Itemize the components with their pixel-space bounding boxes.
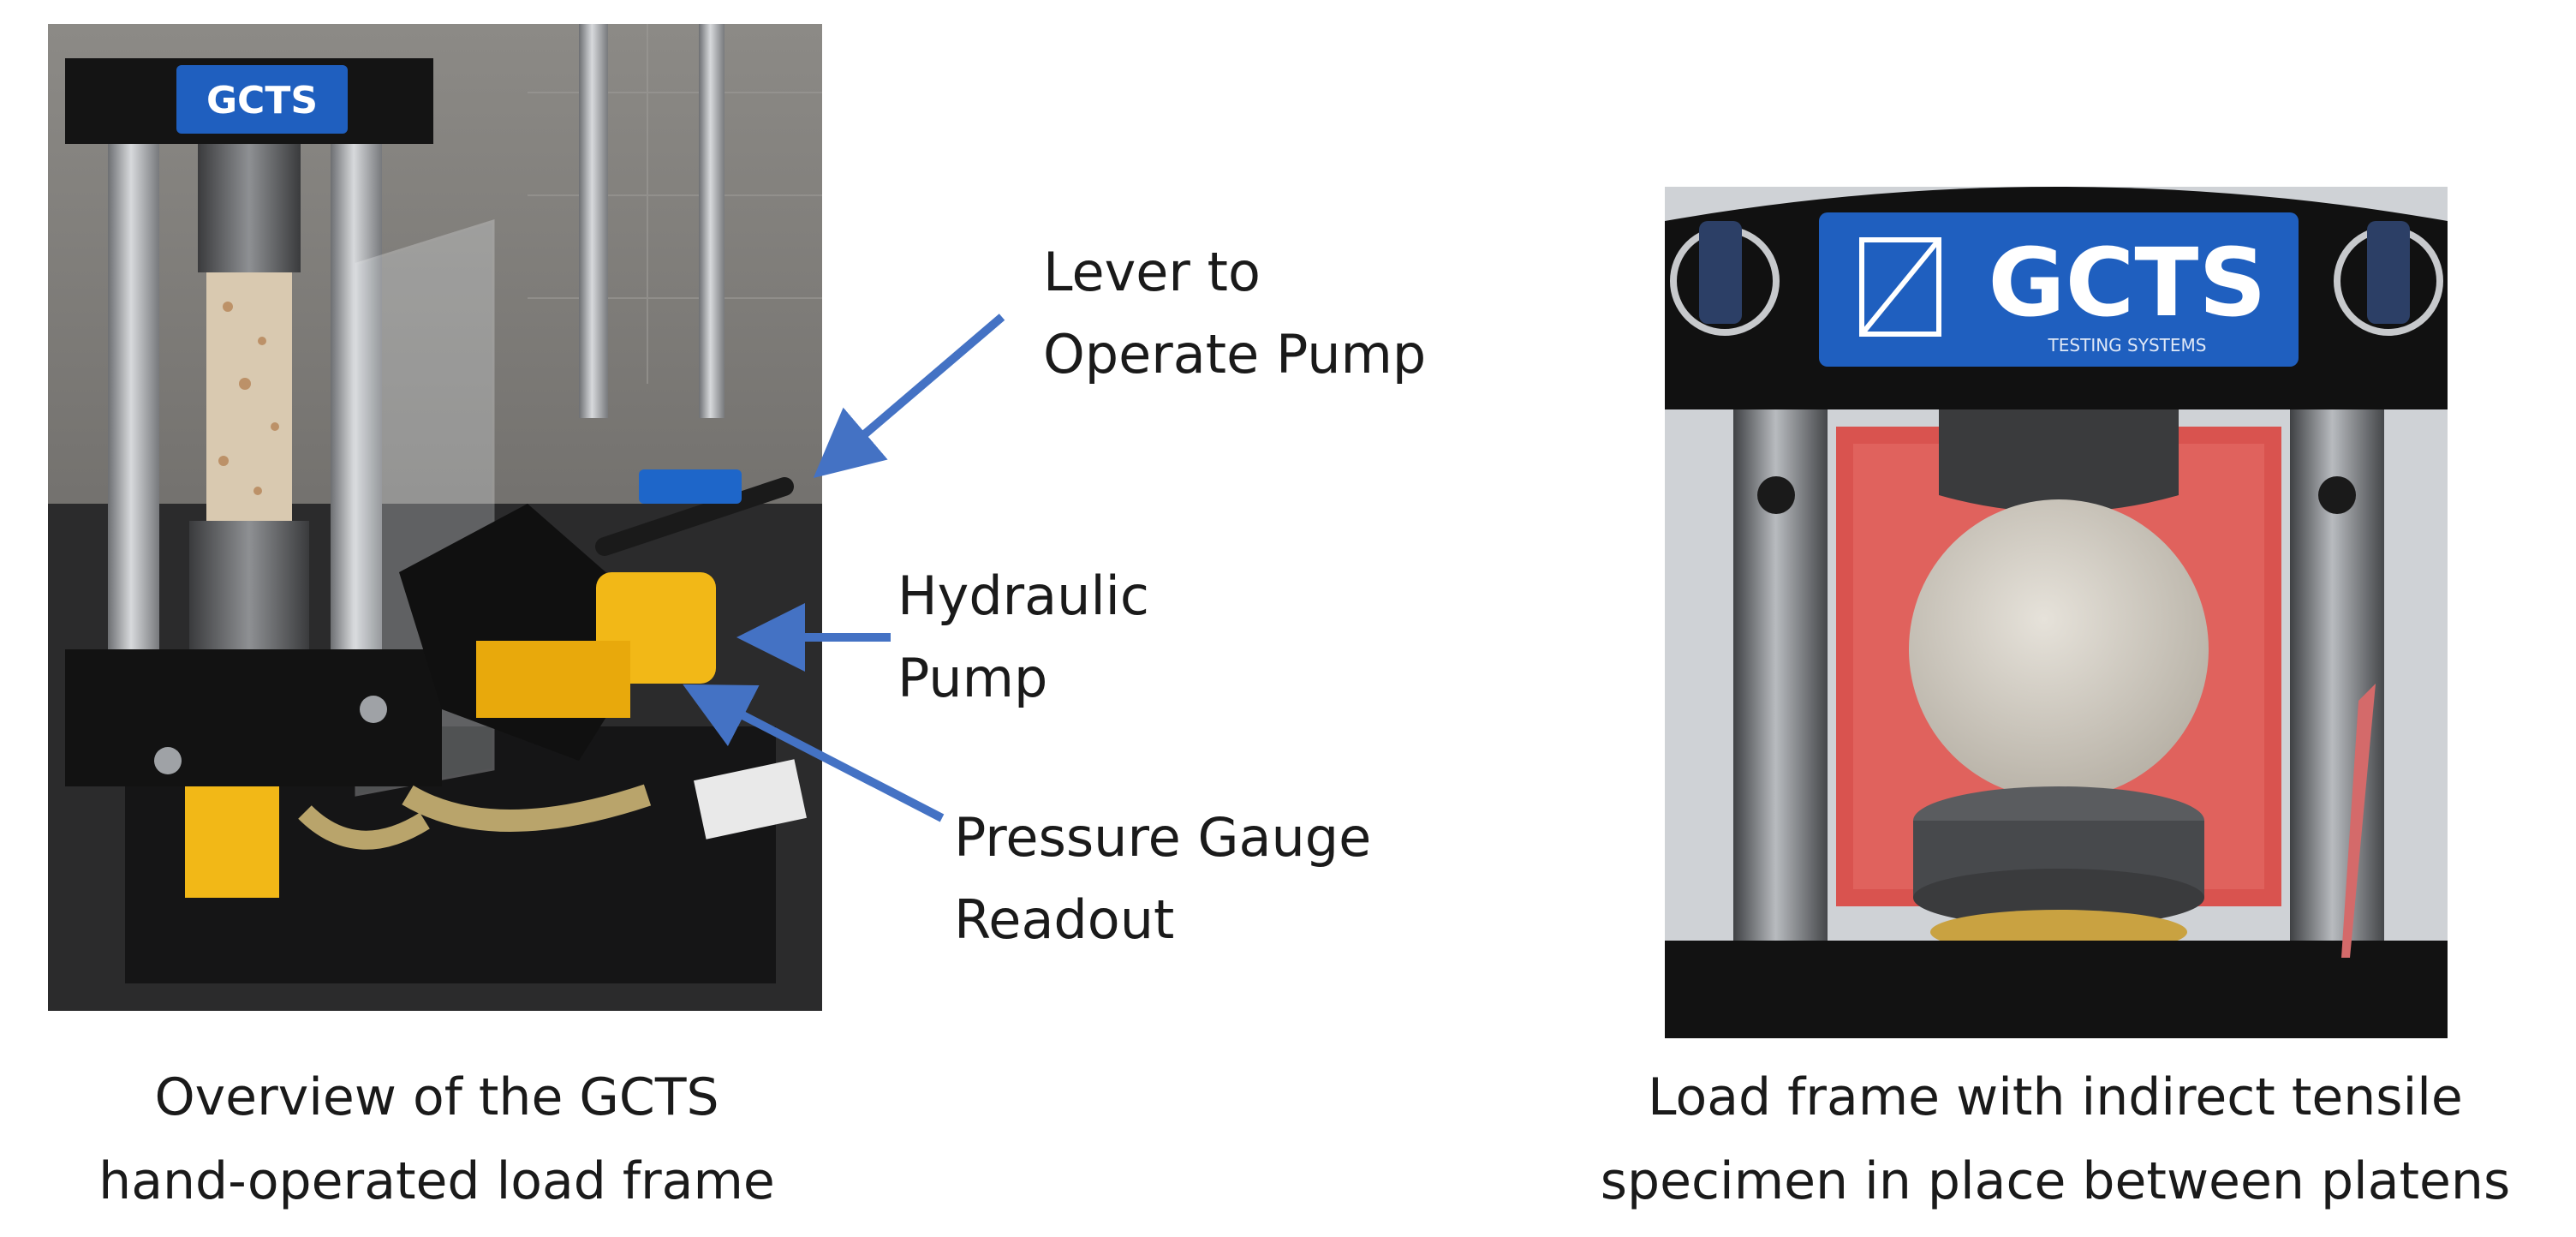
pump-label-line-1: Hydraulic xyxy=(897,565,1149,627)
gauge-label-line-2: Readout xyxy=(954,888,1175,951)
right-photo-caption: Load frame with indirect tensile specime… xyxy=(1559,1055,2552,1223)
left-caption-line-2: hand-operated load frame xyxy=(98,1151,775,1211)
gauge-label-line-1: Pressure Gauge xyxy=(954,806,1372,869)
indirect-tensile-specimen-photo: GCTS TESTING SYSTEMS xyxy=(1665,187,2448,1038)
lever-arrow xyxy=(813,314,1005,478)
lever-callout-label: Lever to Operate Pump xyxy=(1043,231,1426,396)
left-caption-line-1: Overview of the GCTS xyxy=(154,1067,719,1127)
right-caption-line-1: Load frame with indirect tensile xyxy=(1648,1067,2463,1127)
gauge-callout-label: Pressure Gauge Readout xyxy=(954,797,1371,961)
indirect-tensile-illustration: GCTS TESTING SYSTEMS xyxy=(1665,187,2448,1038)
lever-label-line-2: Operate Pump xyxy=(1043,323,1427,385)
left-photo-caption: Overview of the GCTS hand-operated load … xyxy=(34,1055,839,1223)
pump-callout-label: Hydraulic Pump xyxy=(897,555,1149,720)
load-frame-overview-illustration: GCTS xyxy=(48,24,822,1011)
gcts-logo-small: GCTS xyxy=(206,79,318,123)
gcts-tagline: TESTING SYSTEMS xyxy=(2048,335,2207,356)
gcts-logo-large: GCTS xyxy=(1988,228,2266,338)
load-frame-overview-photo: GCTS xyxy=(48,24,822,1011)
pump-label-line-2: Pump xyxy=(897,647,1048,709)
right-caption-line-2: specimen in place between platens xyxy=(1600,1151,2511,1211)
lever-label-line-1: Lever to xyxy=(1043,241,1261,303)
